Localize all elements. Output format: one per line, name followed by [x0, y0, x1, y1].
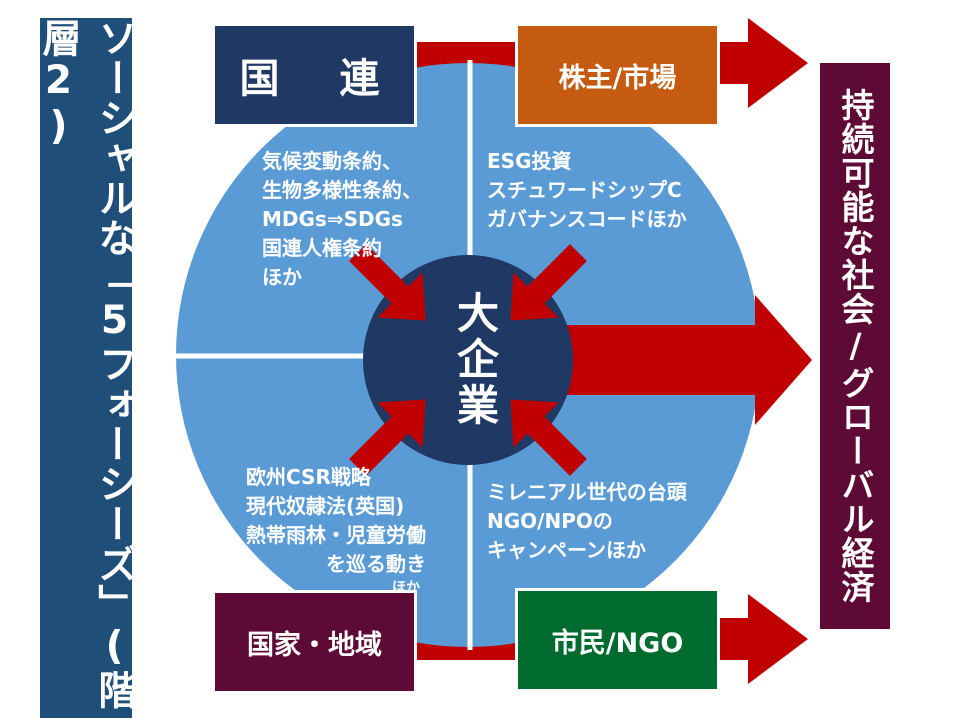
arrow-inward-top-left — [349, 244, 426, 321]
quadrant-line-small: ほか — [392, 580, 420, 596]
arrow-inward-bottom-right — [510, 399, 587, 476]
quadrant-line: 現代奴隷法(英国) — [246, 494, 405, 518]
quadrant-line: MDGs⇒SDGs — [262, 207, 403, 231]
quadrant-line: ESG投資 — [487, 149, 572, 173]
quadrant-line: スチュワードシップC — [487, 178, 682, 202]
nation-box: 国家・地域 — [212, 590, 417, 694]
quadrant-line: 熱帯雨林・児童労働 — [246, 523, 426, 547]
quadrant-line: 欧州CSR戦略 — [246, 465, 371, 489]
quadrant-line: ミレニアル世代の台頭 — [487, 480, 687, 504]
quadrant-bottom-left-text: 欧州CSR戦略 現代奴隷法(英国) 熱帯雨林・児童労働 を巡る動き ほか — [246, 463, 426, 597]
quadrant-line: を巡る動き — [326, 552, 426, 576]
shareholders-box: 株主/市場 — [515, 23, 720, 127]
quadrant-top-right-text: ESG投資 スチュワードシップC ガバナンスコードほか — [487, 147, 687, 234]
left-banner-title: ソーシャルな「5フォーシーズ」(階層2) — [36, 18, 137, 718]
center-label: 大企業 — [450, 291, 500, 429]
quadrant-line: 国連人権条約 — [262, 236, 382, 260]
quadrant-line: ほか — [262, 265, 302, 289]
right-banner-title: 持続可能な社会/グローバル経済 — [820, 63, 890, 629]
quadrant-top-left-text: 気候変動条約、 生物多様性条約、 MDGs⇒SDGs 国連人権条約 ほか — [262, 147, 422, 292]
quadrant-line: 生物多様性条約、 — [262, 178, 422, 202]
quadrant-line: NGO/NPOの — [487, 509, 613, 533]
quadrant-line: ガバナンスコードほか — [487, 207, 687, 231]
top-arrow-head — [748, 18, 808, 108]
arrow-inward-top-right — [510, 244, 587, 321]
bottom-arrow-head — [748, 594, 808, 684]
quadrant-line: 気候変動条約、 — [262, 149, 402, 173]
quadrant-line: キャンペーンほか — [487, 538, 646, 562]
citizens-box: 市民/NGO — [515, 588, 720, 692]
center-right-arrow-body — [540, 325, 765, 395]
center-right-arrow-head — [755, 295, 812, 425]
arrow-inward-bottom-left — [349, 399, 426, 476]
un-box: 国 連 — [212, 23, 417, 127]
quadrant-bottom-right-text: ミレニアル世代の台頭 NGO/NPOの キャンペーンほか — [487, 478, 687, 565]
